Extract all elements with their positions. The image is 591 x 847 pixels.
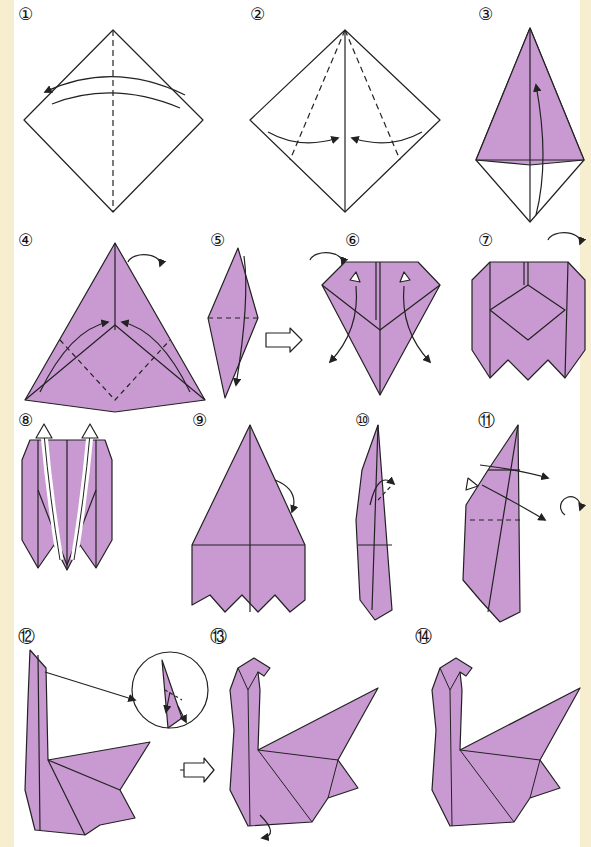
step-number: ② — [250, 6, 265, 23]
step-number: ③ — [478, 6, 493, 23]
step-number: ⑤ — [210, 232, 225, 249]
step-number: ⑩ — [355, 412, 370, 429]
step-number: ① — [18, 6, 33, 23]
step-number: ⑪ — [478, 412, 495, 429]
step-number: ⑨ — [192, 412, 207, 429]
step-number: ⑬ — [210, 628, 227, 645]
step-number: ⑭ — [415, 628, 432, 645]
step-number: ⑫ — [18, 628, 35, 645]
step-number: ⑥ — [345, 232, 360, 249]
step-number: ④ — [18, 232, 33, 249]
step-number: ⑦ — [478, 232, 493, 249]
step-number: ⑧ — [18, 412, 33, 429]
